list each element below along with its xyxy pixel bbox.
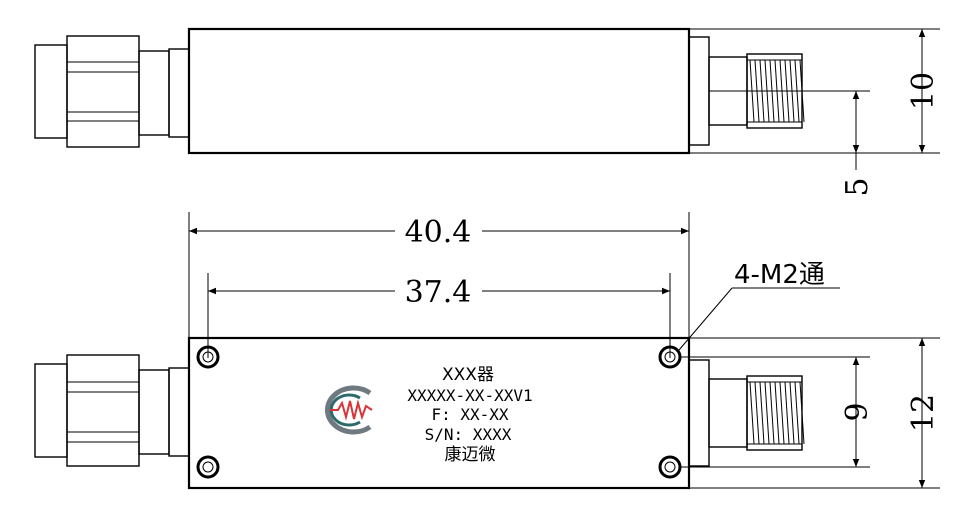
nameplate-frequency: F: XX-XX (431, 405, 508, 424)
thread-line (794, 381, 800, 445)
nameplate-brand: 康迈微 (445, 445, 496, 465)
thread-line (774, 381, 780, 445)
nameplate-serial: S/N: XXXX (425, 425, 512, 444)
thread-line (749, 381, 755, 445)
thread-line (789, 381, 795, 445)
thread-line (769, 381, 775, 445)
mounting-hole-bottom-right (658, 455, 682, 479)
dim-offset-top: 5 (840, 177, 875, 196)
thread-line (759, 381, 765, 445)
nameplate-model: XXXXX-XX-XXV1 (407, 386, 532, 405)
thread-line (754, 381, 760, 445)
nameplate: XXX器 XXXXX-XX-XXV1 F: XX-XX S/N: XXXX 康迈… (407, 365, 532, 465)
hole-callout-text: 4-M2通 (734, 260, 825, 290)
company-logo (325, 385, 373, 435)
top-left-connector (34, 35, 190, 148)
bottom-right-connector (688, 359, 805, 467)
top-view: 10 5 (34, 27, 941, 197)
nameplate-product-type: XXX器 (442, 365, 494, 385)
dim-hole-spacing-height: 9 (840, 402, 875, 421)
bottom-left-connector (34, 354, 190, 467)
thread-line (784, 381, 790, 445)
thread-line (779, 381, 785, 445)
thread-line (799, 381, 805, 445)
mounting-hole-bottom-left (196, 455, 220, 479)
mounting-hole-top-left (196, 345, 220, 369)
dim-total-length: 40.4 (405, 215, 472, 250)
top-body (187, 27, 691, 155)
length-dimensions: 40.4 37.4 (188, 212, 690, 358)
dim-height-bottom: 12 (906, 394, 941, 432)
dim-hole-spacing-length: 37.4 (405, 275, 472, 310)
hole-callout: 4-M2通 (678, 260, 840, 351)
thread-line (764, 381, 770, 445)
bottom-view: 12 9 XXX器 XXXXX-XX-XXV1 F: XX-XX S/N: XX… (34, 336, 941, 490)
dim-height-top: 10 (906, 72, 941, 110)
thread-lines (749, 381, 805, 445)
